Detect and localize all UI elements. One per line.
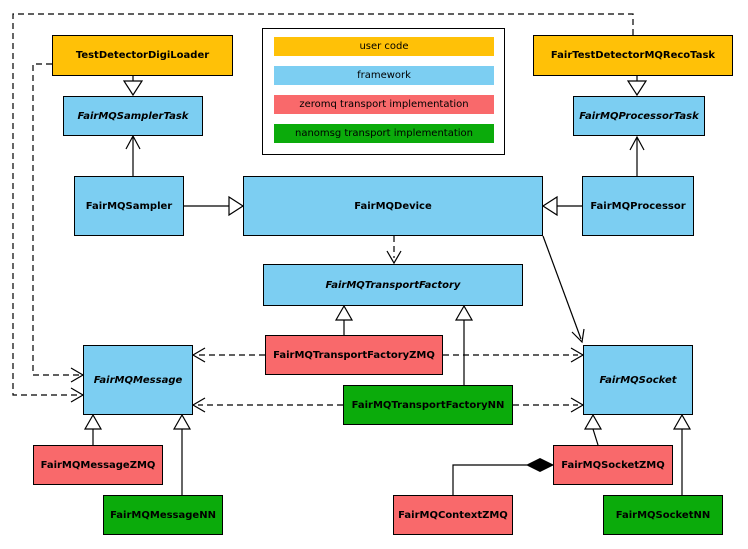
legend-item-framework: framework (274, 66, 494, 85)
class-box-fairmq-message-zmq: FairMQMessageZMQ (33, 445, 163, 485)
edge-inheritance-msgzmq-to-message (83, 413, 103, 445)
class-box-fairmq-socket: FairMQSocket (583, 345, 693, 415)
edge-inheritance-tfnn-to-factory (454, 304, 474, 385)
legend: user code framework zeromq transport imp… (262, 28, 505, 155)
class-box-fairmq-transport-factory-nn: FairMQTransportFactoryNN (343, 385, 513, 425)
legend-item-zeromq: zeromq transport implementation (274, 95, 494, 114)
legend-item-user-code: user code (274, 37, 494, 56)
class-box-fairmq-message-nn: FairMQMessageNN (103, 495, 223, 535)
class-box-fair-test-detector-mq-reco-task: FairTestDetectorMQRecoTask (533, 35, 733, 76)
class-box-fairmq-processor-task: FairMQProcessorTask (573, 96, 705, 136)
edge-inheritance-processor-to-device (541, 195, 582, 217)
class-box-test-detector-digi-loader: TestDetectorDigiLoader (52, 35, 233, 76)
class-box-fairmq-device: FairMQDevice (243, 176, 543, 236)
edge-dependency-tfzmq-to-message (191, 347, 265, 363)
edge-inheritance-sockzmq-to-socket (583, 413, 603, 446)
edge-inheritance-sampler-to-device (184, 195, 245, 217)
class-box-fairmq-transport-factory-zmq: FairMQTransportFactoryZMQ (265, 335, 443, 375)
edge-dependency-device-to-factory (386, 236, 402, 265)
class-box-fairmq-socket-nn: FairMQSocketNN (603, 495, 723, 535)
edge-inheritance-recotask-to-processortask (626, 76, 648, 97)
edge-dependency-tfnn-to-message (191, 397, 343, 413)
class-box-fairmq-transport-factory: FairMQTransportFactory (263, 264, 523, 306)
class-box-fairmq-message: FairMQMessage (83, 345, 193, 415)
edge-inheritance-msgnn-to-message (172, 413, 192, 495)
class-box-fairmq-socket-zmq: FairMQSocketZMQ (553, 445, 673, 485)
class-box-fairmq-context-zmq: FairMQContextZMQ (393, 495, 513, 535)
legend-item-nanomsg: nanomsg transport implementation (274, 124, 494, 143)
class-box-fairmq-sampler-task: FairMQSamplerTask (63, 96, 203, 136)
class-box-fairmq-processor: FairMQProcessor (582, 176, 694, 236)
edge-inheritance-digiloader-to-samplertask (122, 76, 144, 97)
edge-inheritance-socknn-to-socket (672, 413, 692, 495)
edge-association-device-to-socket (542, 235, 585, 344)
edge-association-processor-to-processortask (629, 135, 645, 176)
edge-association-sampler-to-samplertask (125, 134, 141, 176)
class-box-fairmq-sampler: FairMQSampler (74, 176, 184, 236)
edge-inheritance-tfzmq-to-factory (334, 304, 354, 335)
edge-dependency-tfnn-to-socket (513, 397, 585, 413)
edge-composition-contextzmq-to-sockzmq (452, 457, 555, 495)
